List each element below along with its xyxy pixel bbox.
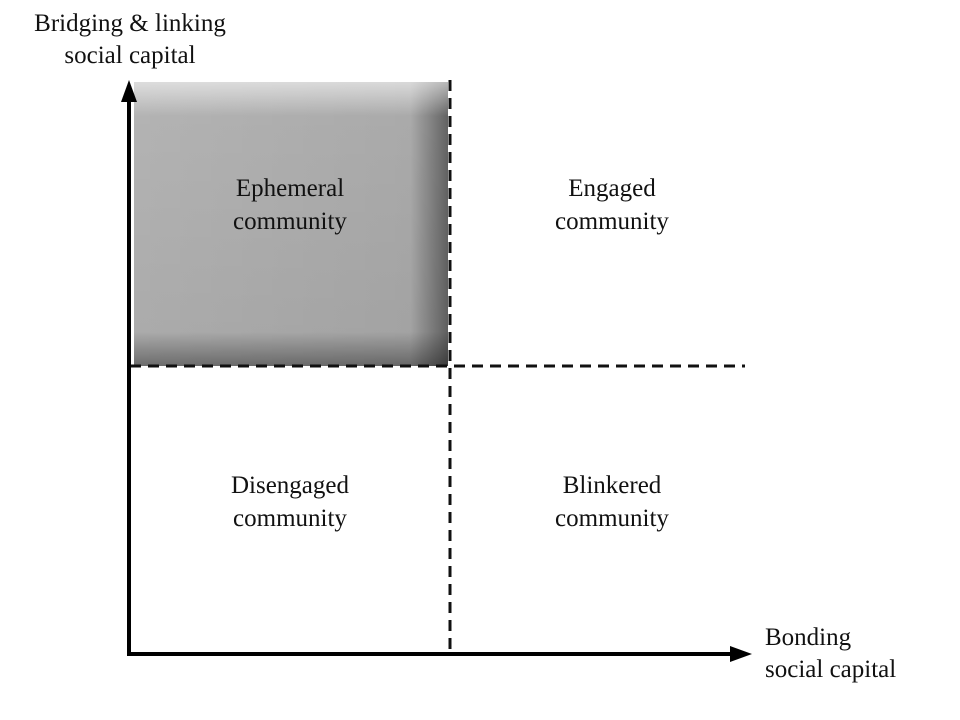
quadrant-label-line: community bbox=[555, 505, 669, 532]
quadrant-label-line: community bbox=[233, 208, 347, 235]
x-axis-label: Bonding social capital bbox=[765, 622, 896, 686]
quadrant-label-blinkered: Blinkered community bbox=[462, 469, 762, 535]
y-axis-label-line-2: social capital bbox=[64, 42, 196, 69]
quadrant-label-engaged: Engaged community bbox=[462, 172, 762, 238]
x-axis-arrow-icon bbox=[730, 646, 752, 662]
quadrant-label-line: Ephemeral bbox=[235, 175, 345, 202]
y-axis-label-line-1: Bridging & linking bbox=[34, 10, 226, 37]
quadrant-label-line: Blinkered bbox=[562, 472, 662, 499]
quadrant-label-ephemeral: Ephemeral community bbox=[140, 172, 440, 238]
x-axis-label-line-2: social capital bbox=[765, 656, 897, 683]
quadrant-label-line: community bbox=[233, 505, 347, 532]
quadrant-label-line: Engaged bbox=[568, 175, 656, 202]
quadrant-label-line: Disengaged bbox=[230, 472, 350, 499]
x-axis-label-line-1: Bonding bbox=[765, 624, 852, 651]
y-axis-arrow-icon bbox=[121, 80, 137, 102]
quadrant-label-line: community bbox=[555, 208, 669, 235]
highlight-quadrant-top-left bbox=[134, 82, 448, 366]
quadrant-label-disengaged: Disengaged community bbox=[140, 469, 440, 535]
y-axis-label: Bridging & linking social capital bbox=[10, 8, 250, 72]
